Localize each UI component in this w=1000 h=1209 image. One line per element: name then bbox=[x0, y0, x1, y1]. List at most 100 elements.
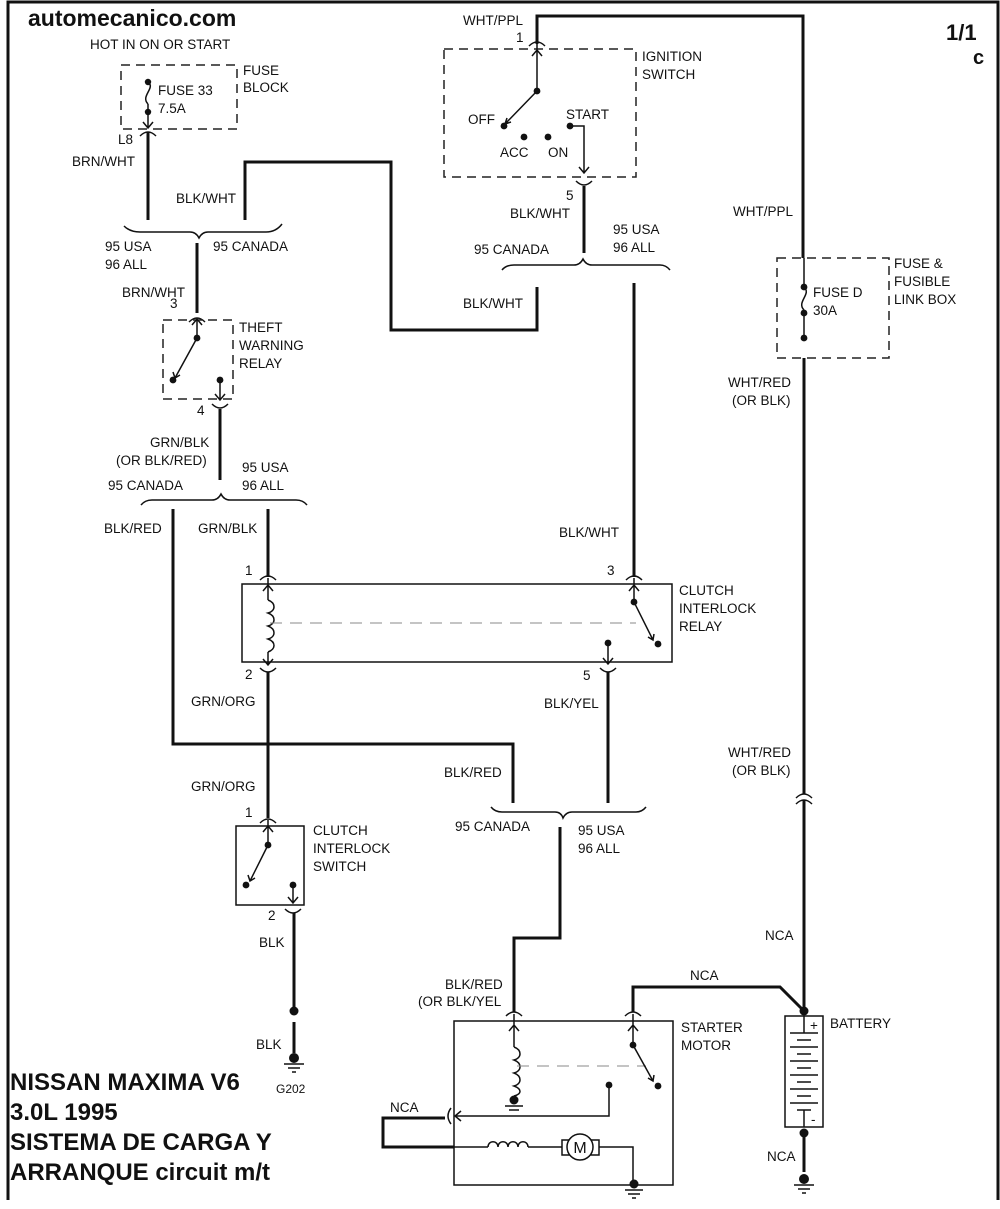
fuse-link-wire-out-2: (OR BLK) bbox=[732, 393, 791, 408]
connector-icon bbox=[211, 403, 229, 409]
ignition-label-2: SWITCH bbox=[642, 67, 695, 82]
page-suffix: c bbox=[973, 47, 984, 69]
starter-label-2: MOTOR bbox=[681, 1038, 731, 1053]
starter-wire-battery: NCA bbox=[690, 968, 719, 983]
clutch-relay-wire-pin2: GRN/ORG bbox=[191, 694, 256, 709]
split-2-left: 95 CANADA bbox=[474, 242, 549, 257]
clutch-interlock-switch: GRN/ORG 1 2 CLUTCH INTERLOCK SWITCH bbox=[191, 779, 390, 923]
fuse-link-label-3: LINK BOX bbox=[894, 292, 956, 307]
fuse-33-icon bbox=[145, 81, 151, 105]
theft-relay-pin-in: 3 bbox=[170, 296, 178, 311]
split-2-right-2: 96 ALL bbox=[613, 240, 656, 255]
split-4-right-1: 95 USA bbox=[578, 823, 625, 838]
fuse-d-rating: 30A bbox=[813, 303, 837, 318]
fuse-d-icon bbox=[801, 286, 807, 311]
clutch-relay-pin-1: 1 bbox=[245, 563, 253, 578]
ignition-label-1: IGNITION bbox=[642, 49, 702, 64]
battery-icon: + - bbox=[784, 1006, 824, 1138]
power-note: HOT IN ON OR START bbox=[90, 37, 230, 52]
clutch-relay-pin-3: 3 bbox=[607, 563, 615, 578]
fuse-33-name: FUSE 33 bbox=[158, 83, 213, 98]
theft-relay-label-3: RELAY bbox=[239, 356, 282, 371]
battery-positive: + bbox=[810, 1018, 818, 1033]
clutch-switch-label-3: SWITCH bbox=[313, 859, 366, 874]
clutch-switch-pin-out: 2 bbox=[268, 908, 276, 923]
page-number: 1/1 bbox=[946, 20, 977, 45]
split-1-wire-canada: BLK/WHT bbox=[176, 191, 236, 206]
ignition-position-start: START bbox=[566, 107, 609, 122]
connector-icon bbox=[284, 908, 302, 914]
connector-icon bbox=[259, 818, 277, 824]
clutch-switch-label-2: INTERLOCK bbox=[313, 841, 390, 856]
starter-wire-loop: NCA bbox=[390, 1100, 419, 1115]
fuse-d-name: FUSE D bbox=[813, 285, 863, 300]
split-2-brace bbox=[501, 257, 671, 271]
battery-wire-ground: NCA bbox=[767, 1149, 796, 1164]
clutch-switch-wire-out: BLK bbox=[259, 935, 285, 950]
ignition-pin-out: 5 bbox=[566, 188, 574, 203]
clutch-switch-wire-in: GRN/ORG bbox=[191, 779, 256, 794]
title-block: NISSAN MAXIMA V6 3.0L 1995 SISTEMA DE CA… bbox=[10, 1069, 272, 1186]
fuse-block-label-1: FUSE bbox=[243, 63, 279, 78]
wire-blk-red-canada bbox=[171, 509, 515, 803]
split-3-wire-canada: BLK/RED bbox=[104, 521, 162, 536]
splice-point bbox=[289, 1006, 299, 1016]
ground-icon bbox=[794, 1174, 814, 1194]
connector-icon bbox=[447, 1107, 452, 1125]
battery-wire-upper-2: (OR BLK) bbox=[732, 763, 791, 778]
split-1-left-2: 96 ALL bbox=[105, 257, 148, 272]
connector-icon bbox=[625, 575, 643, 581]
battery-label: BATTERY bbox=[830, 1016, 891, 1031]
ground-icon bbox=[625, 1189, 643, 1199]
wire-nca-starter bbox=[631, 985, 806, 1013]
motor-icon bbox=[566, 1133, 594, 1161]
split-2-wire-canada: BLK/WHT bbox=[463, 296, 523, 311]
split-1-right: 95 CANADA bbox=[213, 239, 288, 254]
clutch-relay-pin-2: 2 bbox=[245, 667, 253, 682]
clutch-switch-pin-in: 1 bbox=[245, 805, 253, 820]
wire-nca-loop bbox=[381, 1116, 454, 1149]
fuse-link-label-2: FUSIBLE bbox=[894, 274, 950, 289]
connector-icon bbox=[575, 180, 593, 186]
theft-relay-wire-in: BRN/WHT bbox=[122, 285, 185, 300]
field-winding-icon bbox=[487, 1141, 529, 1148]
wire-blk-red-to-starter bbox=[512, 827, 562, 1012]
clutch-switch-label-1: CLUTCH bbox=[313, 823, 368, 838]
ignition-wire-in: WHT/PPL bbox=[463, 13, 523, 28]
title-line-2: 3.0L 1995 bbox=[10, 1099, 118, 1126]
battery-wire-positive: NCA bbox=[765, 928, 794, 943]
ground-icon bbox=[284, 1053, 304, 1073]
ignition-position-on: ON bbox=[548, 145, 568, 160]
connector-icon bbox=[259, 575, 277, 581]
theft-relay-pin-out: 4 bbox=[197, 403, 205, 418]
motor-symbol: M bbox=[573, 1140, 586, 1157]
split-3-left: 95 CANADA bbox=[108, 478, 183, 493]
split-1-left-1: 95 USA bbox=[105, 239, 152, 254]
fuse-33-rating: 7.5A bbox=[158, 101, 186, 116]
connector-icon bbox=[624, 1011, 642, 1017]
split-4-left: 95 CANADA bbox=[455, 819, 530, 834]
ignition-switch: WHT/PPL 1 IGNITION SWITCH OFF ACC ON STA… bbox=[443, 13, 702, 221]
connector-icon bbox=[505, 1011, 523, 1017]
clutch-relay-wire-pin5: BLK/YEL bbox=[544, 696, 599, 711]
fuse-fusible-link-box: WHT/PPL FUSE D 30A FUSE & FUSIBLE LINK B… bbox=[733, 204, 956, 359]
theft-warning-relay: THEFT WARNING RELAY 4 bbox=[162, 317, 304, 418]
site-name: automecanico.com bbox=[28, 5, 236, 31]
title-line-3: SISTEMA DE CARGA Y bbox=[10, 1129, 272, 1156]
split-3-wire-usa: GRN/BLK bbox=[198, 521, 257, 536]
theft-relay-label-2: WARNING bbox=[239, 338, 304, 353]
wire-wht-ppl bbox=[535, 14, 805, 258]
fuse-block: HOT IN ON OR START FUSE BLOCK FUSE 33 7.… bbox=[72, 37, 289, 220]
battery-wire-upper-1: WHT/RED bbox=[728, 745, 791, 760]
clutch-relay-wire-pin3: BLK/WHT bbox=[559, 525, 619, 540]
split-1-brace bbox=[123, 223, 283, 240]
fuse-link-wire-out-1: WHT/RED bbox=[728, 375, 791, 390]
fuse-block-label-2: BLOCK bbox=[243, 80, 289, 95]
split-3-right-2: 96 ALL bbox=[242, 478, 285, 493]
relay-coil-icon bbox=[265, 599, 275, 653]
ignition-pin-in: 1 bbox=[516, 30, 524, 45]
page-frame bbox=[6, 0, 1000, 1200]
split-4-right-2: 96 ALL bbox=[578, 841, 621, 856]
terminal-l8: L8 bbox=[118, 132, 133, 147]
